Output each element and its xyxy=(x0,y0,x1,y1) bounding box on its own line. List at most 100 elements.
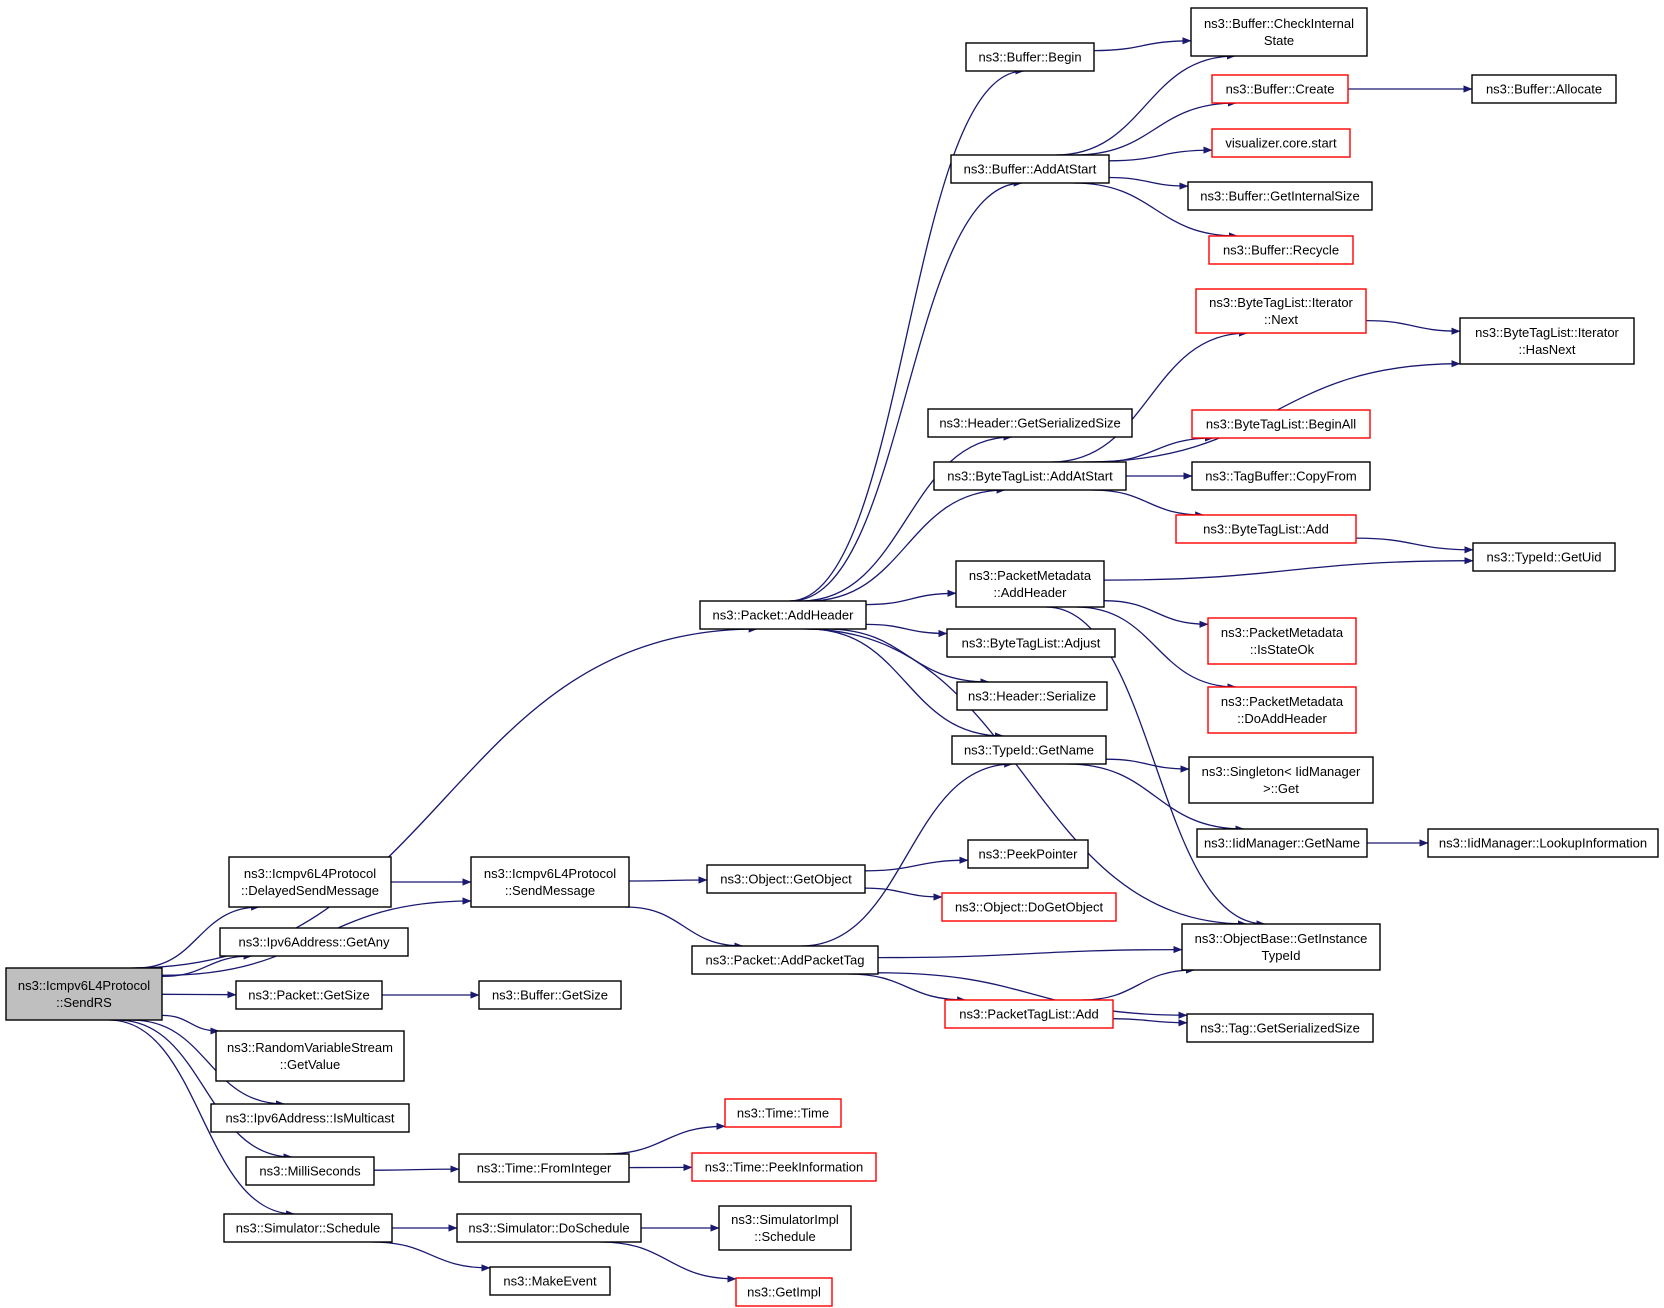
node-box xyxy=(946,628,1116,658)
node-label: ::DelayedSendMessage xyxy=(241,883,379,898)
node-box xyxy=(956,681,1108,711)
node-makeevent[interactable]: ns3::MakeEvent xyxy=(489,1266,611,1296)
node-label: ns3::PacketMetadata xyxy=(1221,694,1344,709)
node-pmisstateok[interactable]: ns3::PacketMetadata::IsStateOk xyxy=(1207,617,1357,665)
node-iidgetname[interactable]: ns3::IidManager::GetName xyxy=(1196,828,1368,858)
node-pmaddheader[interactable]: ns3::PacketMetadata::AddHeader xyxy=(955,560,1105,608)
node-objgetobject[interactable]: ns3::Object::GetObject xyxy=(706,864,866,894)
edge-addheader-to-getinstancetypeid xyxy=(803,628,1247,928)
node-bufgetsize[interactable]: ns3::Buffer::GetSize xyxy=(478,980,622,1010)
node-box xyxy=(489,1266,611,1296)
node-label: ns3::Object::DoGetObject xyxy=(955,900,1104,915)
edge-bufaddatstart-to-bufrecycle xyxy=(1073,182,1239,240)
node-box xyxy=(691,945,879,975)
node-box xyxy=(210,1103,410,1133)
node-getimpl[interactable]: ns3::GetImpl xyxy=(735,1277,833,1307)
node-rvsgetvalue[interactable]: ns3::RandomVariableStream::GetValue xyxy=(215,1030,405,1082)
node-label: ::Next xyxy=(1264,312,1298,327)
node-frominteger[interactable]: ns3::Time::FromInteger xyxy=(458,1153,630,1183)
node-btladd[interactable]: ns3::ByteTagList::Add xyxy=(1175,514,1357,544)
edge-bufaddatstart-to-checkinternal xyxy=(1055,52,1236,156)
node-label: ns3::TagBuffer::CopyFrom xyxy=(1205,469,1357,484)
node-timetime[interactable]: ns3::Time::Time xyxy=(724,1098,842,1128)
node-box xyxy=(1191,461,1371,491)
node-ismulticast[interactable]: ns3::Ipv6Address::IsMulticast xyxy=(210,1103,410,1133)
node-bufgetinternalsize[interactable]: ns3::Buffer::GetInternalSize xyxy=(1187,181,1373,211)
node-box xyxy=(215,1030,405,1082)
edge-pkttaglistadd-to-taggetserializedsize xyxy=(1112,1018,1188,1027)
edge-addheader-to-hdrgetserializedsize xyxy=(800,433,1013,602)
node-box xyxy=(228,856,392,908)
edge-root-to-ismulticast xyxy=(131,1019,285,1108)
node-label: ns3::MakeEvent xyxy=(503,1274,597,1289)
node-hdrgetserializedsize[interactable]: ns3::Header::GetSerializedSize xyxy=(927,408,1133,438)
node-bufaddatstart[interactable]: ns3::Buffer::AddAtStart xyxy=(950,154,1110,184)
node-label: ns3::Ipv6Address::IsMulticast xyxy=(225,1111,394,1126)
edge-pmaddheader-to-pmisstateok xyxy=(1103,600,1209,628)
node-sendmessage[interactable]: ns3::Icmpv6L4Protocol::SendMessage xyxy=(470,856,630,908)
node-addheader[interactable]: ns3::Packet::AddHeader xyxy=(699,600,867,630)
node-box xyxy=(458,1153,630,1183)
node-box xyxy=(735,1277,833,1307)
edge-addheader-to-bufaddatstart xyxy=(790,179,1023,602)
node-simimplschedule[interactable]: ns3::SimulatorImpl::Schedule xyxy=(718,1205,852,1251)
node-label: State xyxy=(1264,33,1294,48)
node-label: ns3::Object::GetObject xyxy=(720,872,852,887)
node-label: ns3::SimulatorImpl xyxy=(731,1212,839,1227)
node-pktgetsize[interactable]: ns3::Packet::GetSize xyxy=(235,980,383,1010)
node-btladjust[interactable]: ns3::ByteTagList::Adjust xyxy=(946,628,1116,658)
node-box xyxy=(5,967,163,1021)
node-singletonget[interactable]: ns3::Singleton< IidManager>::Get xyxy=(1188,756,1374,804)
node-btlhasnext[interactable]: ns3::ByteTagList::Iterator::HasNext xyxy=(1459,317,1635,365)
edge-btliternext-to-btlhasnext xyxy=(1365,319,1461,335)
edge-root-to-rvsgetvalue xyxy=(161,1014,220,1035)
node-label: ns3::Tag::GetSerializedSize xyxy=(1200,1021,1360,1036)
node-root[interactable]: ns3::Icmpv6L4Protocol::SendRS xyxy=(5,967,163,1021)
node-simschedule[interactable]: ns3::Simulator::Schedule xyxy=(223,1213,393,1243)
node-box xyxy=(967,839,1089,869)
node-box xyxy=(1188,756,1374,804)
node-label: ns3::ObjectBase::GetInstance xyxy=(1195,931,1368,946)
node-bufbegin[interactable]: ns3::Buffer::Begin xyxy=(965,42,1095,72)
node-typeidgetname[interactable]: ns3::TypeId::GetName xyxy=(951,735,1107,765)
edge-btladd-to-typeidgetuid xyxy=(1355,537,1474,554)
node-bufrecycle[interactable]: ns3::Buffer::Recycle xyxy=(1208,235,1354,265)
edge-frominteger-to-timetime xyxy=(604,1122,726,1155)
node-addpackettag[interactable]: ns3::Packet::AddPacketTag xyxy=(691,945,879,975)
node-getany[interactable]: ns3::Ipv6Address::GetAny xyxy=(219,927,409,957)
node-box xyxy=(944,999,1114,1029)
node-btlbeginall[interactable]: ns3::ByteTagList::BeginAll xyxy=(1191,409,1371,439)
node-btladdatstart[interactable]: ns3::ByteTagList::AddAtStart xyxy=(933,461,1127,491)
node-label: ::SendRS xyxy=(56,995,112,1010)
node-milliseconds[interactable]: ns3::MilliSeconds xyxy=(245,1156,375,1186)
node-peekpointer[interactable]: ns3::PeekPointer xyxy=(967,839,1089,869)
node-peekinformation[interactable]: ns3::Time::PeekInformation xyxy=(691,1152,877,1182)
node-pkttaglistadd[interactable]: ns3::PacketTagList::Add xyxy=(944,999,1114,1029)
node-btliternext[interactable]: ns3::ByteTagList::Iterator::Next xyxy=(1195,288,1367,334)
node-typeidgetuid[interactable]: ns3::TypeId::GetUid xyxy=(1472,542,1616,572)
edge-btladdatstart-to-btliternext xyxy=(1051,329,1248,463)
node-dogetobject[interactable]: ns3::Object::DoGetObject xyxy=(941,892,1117,922)
node-label: ns3::Buffer::GetInternalSize xyxy=(1200,189,1359,204)
node-pmdoaddheader[interactable]: ns3::PacketMetadata::DoAddHeader xyxy=(1207,686,1357,734)
node-box xyxy=(1181,923,1381,971)
edge-addpackettag-to-typeidgetname xyxy=(801,760,1014,947)
node-iidlookup[interactable]: ns3::IidManager::LookupInformation xyxy=(1427,828,1659,858)
node-tagbufcopyfrom[interactable]: ns3::TagBuffer::CopyFrom xyxy=(1191,461,1371,491)
node-bufallocate[interactable]: ns3::Buffer::Allocate xyxy=(1471,74,1617,104)
node-doschedule[interactable]: ns3::Simulator::DoSchedule xyxy=(456,1213,642,1243)
node-box xyxy=(1195,288,1367,334)
node-taggetserializedsize[interactable]: ns3::Tag::GetSerializedSize xyxy=(1186,1013,1374,1043)
node-hdrserialize[interactable]: ns3::Header::Serialize xyxy=(956,681,1108,711)
node-delayedsend[interactable]: ns3::Icmpv6L4Protocol::DelayedSendMessag… xyxy=(228,856,392,908)
node-label: ns3::Icmpv6L4Protocol xyxy=(244,866,376,881)
node-box xyxy=(927,408,1133,438)
node-bufcreate[interactable]: ns3::Buffer::Create xyxy=(1211,74,1349,104)
node-vizstart[interactable]: visualizer.core.start xyxy=(1211,128,1351,158)
node-label: ns3::Buffer::Begin xyxy=(978,50,1081,65)
node-label: ns3::ByteTagList::BeginAll xyxy=(1206,417,1356,432)
node-label: ns3::Time::Time xyxy=(737,1106,829,1121)
edge-root-to-milliseconds xyxy=(117,1019,293,1161)
